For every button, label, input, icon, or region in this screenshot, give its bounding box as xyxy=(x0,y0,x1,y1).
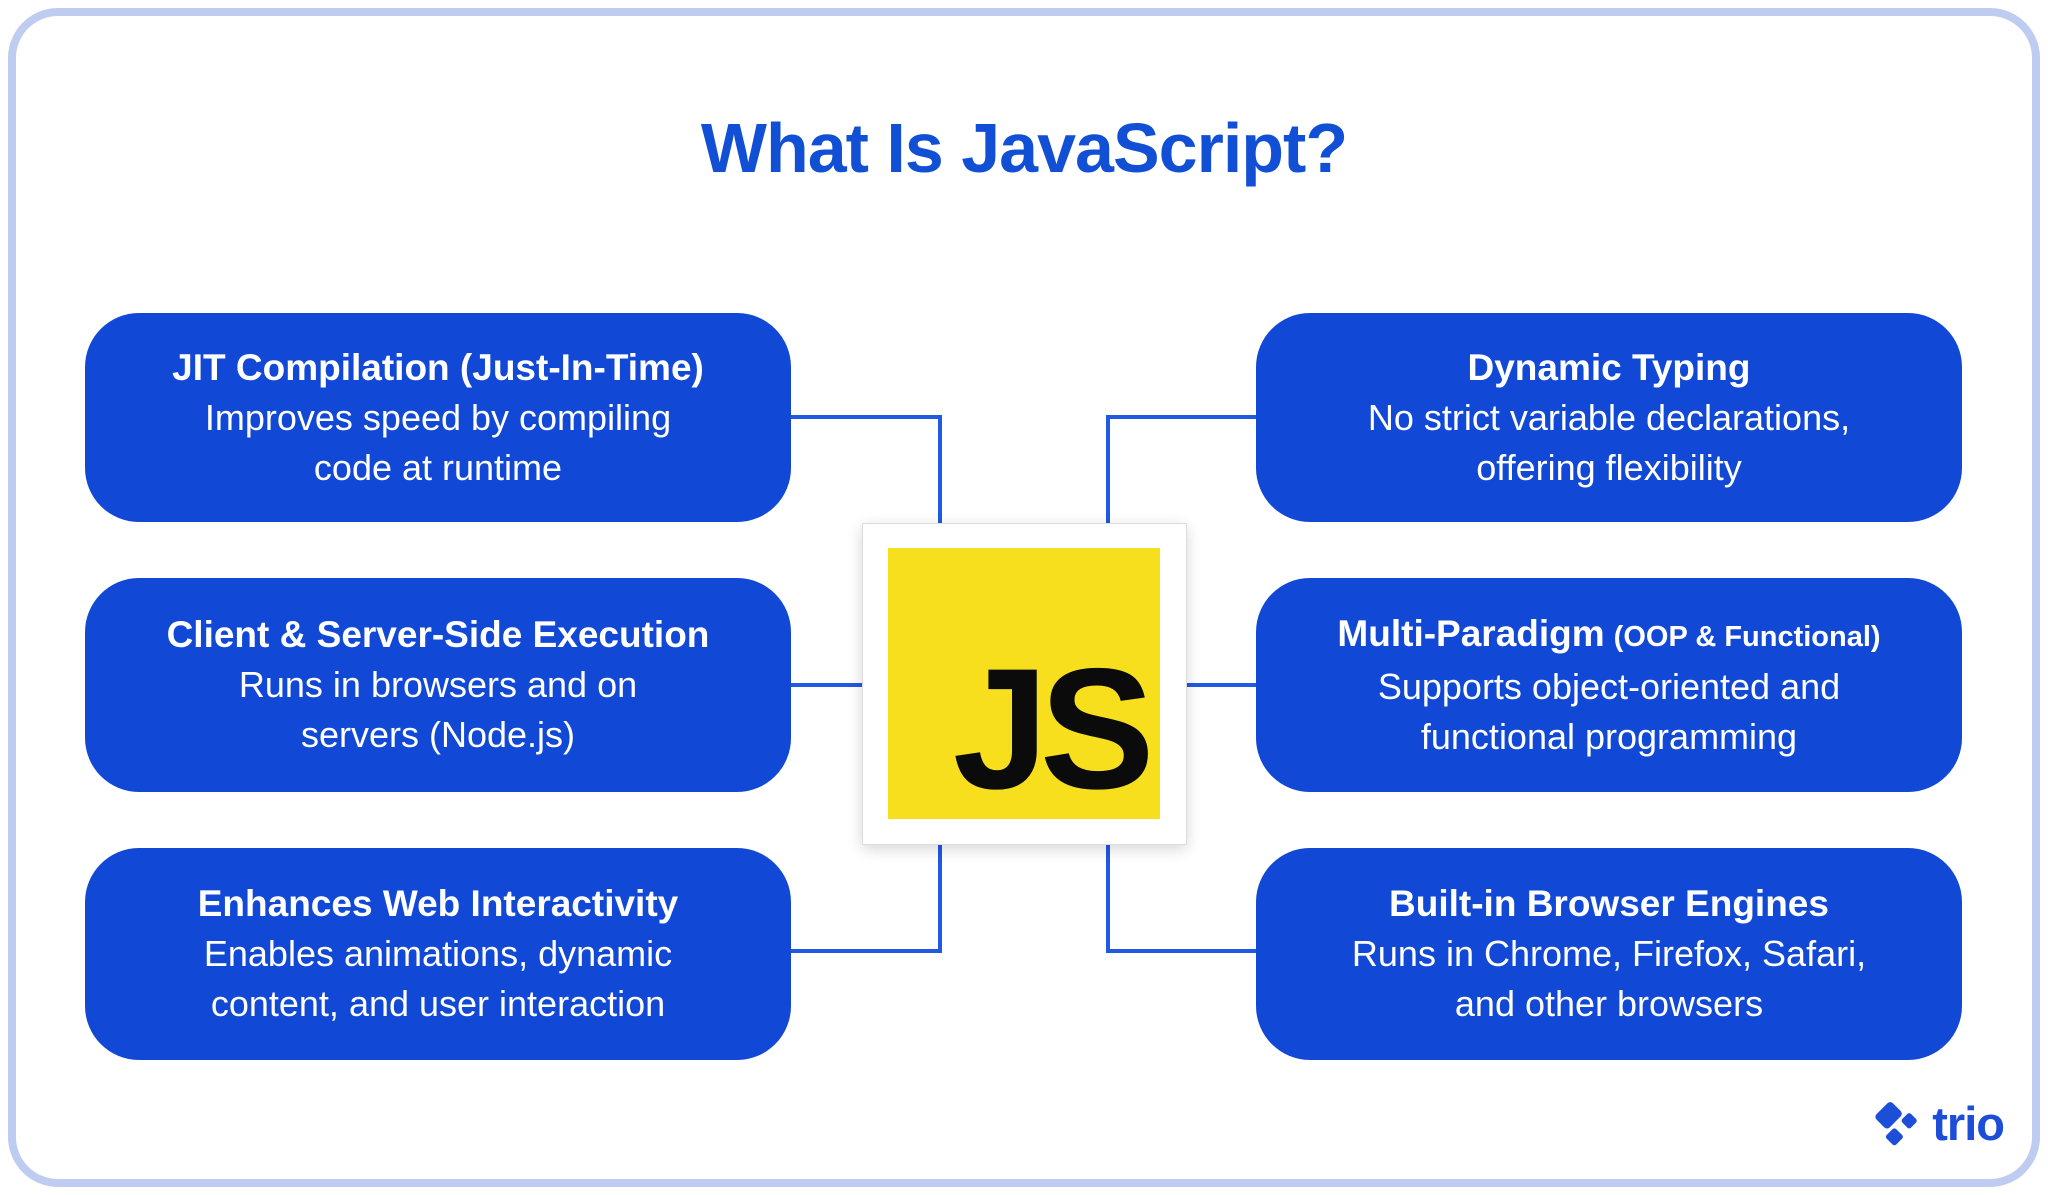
javascript-logo: JS xyxy=(888,548,1160,819)
page-title: What Is JavaScript? xyxy=(0,108,2048,188)
feature-title-suffix: (OOP & Functional) xyxy=(1614,621,1881,653)
feature-body: Runs in browsers and on servers (Node.js… xyxy=(239,660,637,760)
feature-body: Runs in Chrome, Firefox, Safari, and oth… xyxy=(1352,929,1866,1029)
trio-logo-text: trio xyxy=(1932,1096,2004,1151)
feature-title: Dynamic Typing xyxy=(1467,343,1750,393)
feature-title: Multi-Paradigm (OOP & Functional) xyxy=(1337,609,1880,662)
connector-line xyxy=(1106,415,1256,419)
feature-body: No strict variable declarations, offerin… xyxy=(1368,393,1850,493)
connector-line xyxy=(938,845,942,953)
connector-line xyxy=(791,683,862,687)
connector-line xyxy=(1106,845,1110,953)
connector-line xyxy=(1187,683,1256,687)
feature-title: JIT Compilation (Just-In-Time) xyxy=(172,343,704,393)
js-logo-card: JS xyxy=(862,523,1187,845)
feature-card-client-server: Client & Server-Side Execution Runs in b… xyxy=(85,578,791,792)
feature-body: Supports object-oriented and functional … xyxy=(1378,662,1840,762)
feature-card-dynamic-typing: Dynamic Typing No strict variable declar… xyxy=(1256,313,1962,522)
feature-title: Built-in Browser Engines xyxy=(1389,879,1829,929)
feature-title: Enhances Web Interactivity xyxy=(198,879,678,929)
javascript-logo-text: JS xyxy=(953,643,1146,815)
connector-line xyxy=(1106,415,1110,523)
connector-line xyxy=(938,415,942,523)
feature-body: Enables animations, dynamic content, and… xyxy=(204,929,672,1029)
connector-line xyxy=(1106,949,1256,953)
connector-line xyxy=(791,415,942,419)
feature-body: Improves speed by compiling code at runt… xyxy=(205,393,671,493)
feature-title-main: Multi-Paradigm xyxy=(1337,613,1604,654)
feature-card-browser-engines: Built-in Browser Engines Runs in Chrome,… xyxy=(1256,848,1962,1060)
trio-logo: trio xyxy=(1869,1095,2004,1151)
feature-card-web-interactivity: Enhances Web Interactivity Enables anima… xyxy=(85,848,791,1060)
feature-title: Client & Server-Side Execution xyxy=(167,610,710,660)
connector-line xyxy=(791,949,942,953)
trio-logo-icon xyxy=(1869,1095,1923,1151)
feature-card-jit-compilation: JIT Compilation (Just-In-Time) Improves … xyxy=(85,313,791,522)
feature-card-multi-paradigm: Multi-Paradigm (OOP & Functional) Support… xyxy=(1256,578,1962,792)
